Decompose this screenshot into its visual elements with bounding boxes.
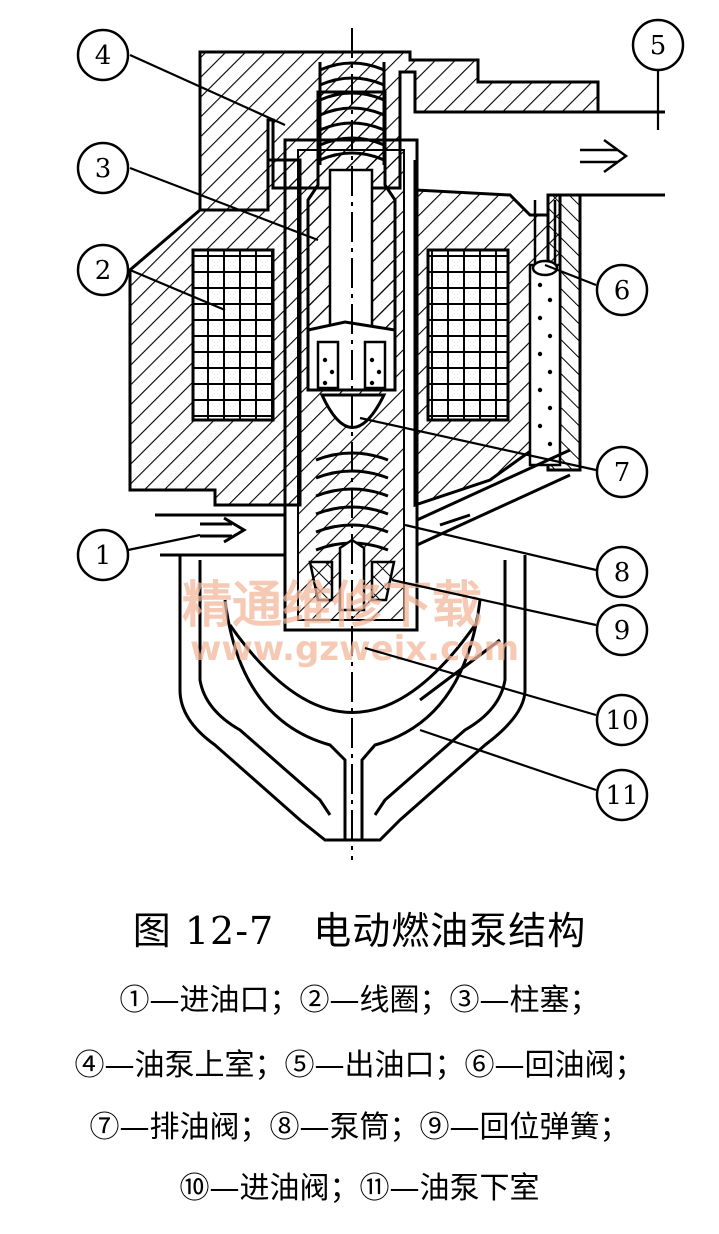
- svg-text:www.gzweix.com: www.gzweix.com: [190, 629, 519, 669]
- callout-4: 4: [76, 28, 130, 82]
- svg-text:7: 7: [614, 458, 631, 488]
- inlet-valve: [308, 538, 396, 612]
- svg-text:8: 8: [614, 558, 631, 588]
- svg-text:5: 5: [650, 31, 667, 61]
- legend-line-3: ⑦—排油阀；⑧—泵筒；⑨—回位弹簧；: [89, 1110, 630, 1145]
- legend-line-2: ④—油泵上室；⑤—出油口；⑥—回油阀；: [74, 1048, 645, 1083]
- callout-8: 8: [595, 545, 649, 599]
- outlet-arrow: [580, 138, 629, 174]
- lower-chamber: [178, 555, 527, 842]
- watermark: 精通维修下载 www.gzweix.com: [182, 576, 519, 669]
- callout-10: 10: [595, 693, 649, 747]
- svg-text:2: 2: [95, 256, 112, 286]
- leader-lines: [127, 53, 660, 792]
- callout-2: 2: [76, 243, 130, 297]
- callout-6: 6: [595, 263, 649, 317]
- callout-9: 9: [595, 603, 649, 657]
- coil-left: [191, 248, 275, 422]
- coil-right: [426, 248, 510, 422]
- legend-line-1: ①—进油口；②—线圈；③—柱塞；: [119, 983, 600, 1018]
- fuel-pump-diagram: 精通维修下载 www.gzweix.com 4 3 2 1 5 6: [76, 18, 685, 860]
- svg-text:11: 11: [605, 781, 638, 811]
- svg-text:3: 3: [95, 154, 112, 184]
- svg-text:10: 10: [605, 706, 638, 736]
- callout-1: 1: [76, 528, 130, 582]
- callout-5: 5: [631, 18, 685, 72]
- svg-text:6: 6: [614, 276, 631, 306]
- svg-text:4: 4: [95, 41, 112, 71]
- svg-text:1: 1: [95, 541, 112, 571]
- callout-11: 11: [595, 768, 649, 822]
- legend-line-4: ⑩—进油阀；⑪—油泵下室: [179, 1171, 540, 1206]
- callout-7: 7: [595, 445, 649, 499]
- svg-text:9: 9: [614, 616, 631, 646]
- figure-title: 图 12-7 电动燃油泵结构: [132, 909, 587, 953]
- svg-text:精通维修下载: 精通维修下载: [182, 576, 482, 634]
- callout-3: 3: [76, 141, 130, 195]
- inlet-pipe: [155, 513, 285, 557]
